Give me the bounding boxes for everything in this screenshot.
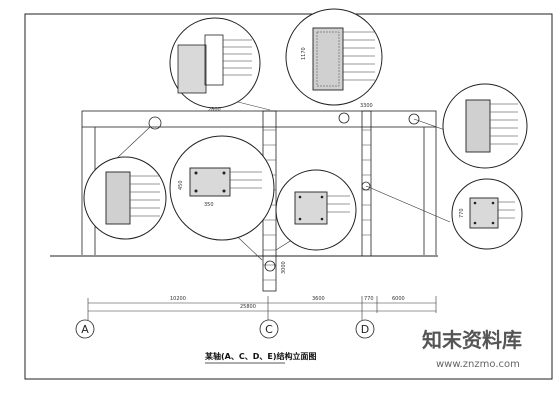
- detail-circle-4: [83, 156, 167, 240]
- axis-label-c: C: [265, 323, 273, 336]
- dim-top-left: 2800: [208, 107, 221, 113]
- watermark-name: 知末资料库: [422, 328, 522, 352]
- axis-label-a: A: [81, 323, 89, 336]
- leader-lines: [114, 99, 451, 261]
- dim-detail-height: 450: [178, 180, 184, 190]
- axis-bubble-c: C: [259, 319, 279, 339]
- dim-detail-width: 350: [204, 202, 214, 208]
- dim-column-height: 3000: [281, 261, 287, 274]
- dim-section-2: 770: [459, 208, 465, 218]
- dim-section-1: 1170: [301, 47, 307, 60]
- dimension-line: [87, 296, 437, 320]
- dim-top-right: 3300: [360, 103, 373, 109]
- detail-circle-5: 450 350: [169, 135, 275, 241]
- drawing-title: 某轴(A、C、D、E)结构立面图: [204, 351, 316, 361]
- detail-circle-3: [442, 83, 528, 169]
- sheet-border: [24, 13, 553, 380]
- dim-bottom-right2: 6000: [392, 296, 405, 302]
- detail-circle-6: [275, 169, 357, 251]
- detail-circle-1: [169, 17, 261, 109]
- dim-bottom-total: 25800: [240, 304, 256, 310]
- detail-circle-2: 1170: [285, 8, 383, 106]
- watermark-url: www.znzmo.com: [436, 359, 520, 370]
- axis-label-d: D: [361, 323, 369, 336]
- watermark: 知末资料库 www.znzmo.com: [422, 328, 522, 370]
- dim-bottom-right1: 770: [364, 296, 374, 302]
- dim-bottom-left: 10200: [170, 296, 186, 302]
- detail-circle-7: 770: [451, 178, 523, 250]
- axis-bubble-a: A: [75, 319, 95, 339]
- axis-bubble-d: D: [355, 319, 375, 339]
- dim-bottom-mid: 3600: [312, 296, 325, 302]
